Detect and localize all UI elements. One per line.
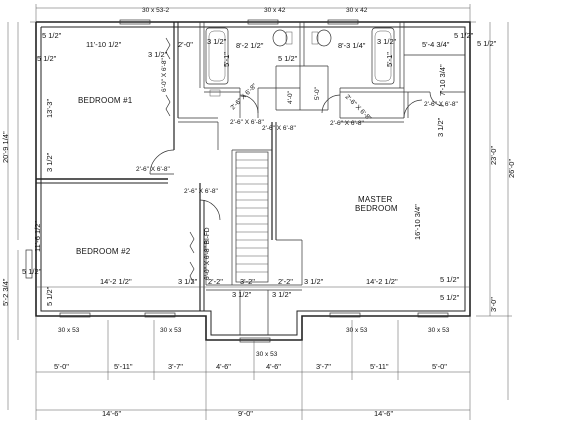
- dim-bath1-width: 3 1/2": [207, 37, 227, 46]
- windows: [25, 19, 449, 343]
- dim-row2-0: 14'-6": [102, 409, 121, 418]
- interior-walls: [36, 22, 470, 335]
- toilet-1-icon: [272, 29, 288, 47]
- door-label-master-closet: 2'-6" X 6'-8": [424, 101, 459, 108]
- room-label-master-1: MASTER: [358, 195, 393, 204]
- master-door-swing: [403, 99, 423, 119]
- dim-right-edge-wall: 5 1/2": [477, 39, 497, 48]
- dim-bed2-height: 11'-6 1/2": [33, 221, 42, 252]
- dim-overall-left-total: 20'-9 1/4": [1, 131, 10, 163]
- window-label-bottom-left-1: 30 x 53: [58, 327, 80, 334]
- door-label-master: 2'-6" X 6'-8": [330, 120, 365, 127]
- bath2-door-swing: [321, 94, 341, 114]
- window-label-top-left: 30 x 53-2: [142, 7, 169, 14]
- dim-row1-1: 5'-11": [114, 362, 133, 371]
- dim-overall-right: 23'-0": [489, 146, 498, 165]
- window-label-bottom-right-2: 30 x 53: [428, 327, 450, 334]
- sink-1-icon: [209, 89, 221, 97]
- dim-bed1-height: 13'-3": [45, 99, 54, 118]
- dim-overall-right-total: 26'-0": [507, 159, 516, 178]
- dim-master-width: 14'-2 1/2": [366, 277, 398, 286]
- dim-hall-d: 2'-2": [278, 277, 293, 286]
- bed2-door-swing: [199, 199, 221, 221]
- window-label-bottom-right-1: 30 x 53: [346, 327, 368, 334]
- window-label-top-right: 30 x 42: [346, 7, 368, 14]
- staircase: [235, 151, 269, 283]
- dim-master-height: 16'-10 3/4": [413, 204, 422, 240]
- exterior-walls: [30, 21, 476, 341]
- window-label-bottom-center: 30 x 53: [256, 351, 278, 358]
- room-label-master-2: BEDROOM: [355, 204, 398, 213]
- dim-bath2-len: 8'-3 1/4": [338, 41, 366, 50]
- closet-label-1: 4'-0": [287, 90, 294, 104]
- dim-row1-6: 5'-11": [370, 362, 389, 371]
- bath-fixtures: [205, 27, 395, 97]
- dim-master-right-wall: 3 1/2": [436, 117, 445, 137]
- dim-bath1-door: 2'-0": [178, 40, 193, 49]
- dim-stair-a: 3 1/2": [232, 290, 252, 299]
- bed1-door-swing: [149, 149, 175, 175]
- dim-top-right-wall: 5 1/2": [454, 31, 474, 40]
- dim-row2-1: 9'-0": [238, 409, 253, 418]
- closet-label-2: 5'-0": [314, 86, 321, 100]
- bath1-door-swing: [239, 94, 259, 114]
- dim-row1-2: 3'-7": [168, 362, 183, 371]
- door-label-bath2: 2'-6" X 6'-8": [344, 93, 373, 122]
- door-label-bed1: 2'-6" X 6'-8": [136, 166, 171, 173]
- toilet-2-icon: [316, 29, 332, 47]
- dim-right-lower: 3'-0": [489, 297, 498, 312]
- dim-row1-4: 4'-6": [266, 362, 281, 371]
- door-label-bed2: 2'-6" X 6'-8": [184, 188, 219, 195]
- dim-hall-b: 2'-2": [208, 277, 223, 286]
- closet-door-swing: [429, 91, 445, 107]
- door-label-bed1-closet: 6'-0" X 6'-8": [161, 57, 168, 92]
- dim-row2-2: 14'-6": [374, 409, 393, 418]
- dim-bed1-width: 11'-10 1/2": [86, 40, 122, 49]
- window-label-top-mid: 30 x 42: [264, 7, 286, 14]
- dim-left-wall-a: 5 1/2": [37, 54, 57, 63]
- room-label-bedroom1: BEDROOM #1: [78, 96, 133, 105]
- dim-bed1-div: 3 1/2": [45, 152, 54, 172]
- dim-left-lower: 5'-2 3/4": [1, 278, 10, 306]
- dim-left-wall-b: 3 1/2": [148, 50, 168, 59]
- door-label-bath1: 2'-6" X 6'-8": [229, 82, 258, 111]
- dim-hall-a: 3 1/2": [178, 277, 198, 286]
- dim-bath1-wall: 5'-1": [222, 52, 231, 67]
- bathtub-1-icon: [205, 27, 229, 85]
- dim-master-closet: 5'-4 3/4": [422, 40, 450, 49]
- dim-bath2-width: 3 1/2": [377, 37, 397, 46]
- dim-bed2-left-wall: 5 1/2": [22, 267, 42, 276]
- dim-row1-7: 5'-0": [432, 362, 447, 371]
- bathtub-2-icon: [371, 27, 395, 85]
- dim-row1-3: 4'-6": [216, 362, 231, 371]
- door-label-hall-2: 2'-6" X 6'-8": [262, 125, 297, 132]
- window-label-bottom-left-2: 30 x 53: [160, 327, 182, 334]
- room-label-bedroom2: BEDROOM #2: [76, 247, 131, 256]
- door-label-hall-1: 2'-6" X 6'-8": [230, 119, 265, 126]
- dim-bottom-right-wall: 5 1/2": [440, 275, 460, 284]
- dim-bath2-wall: 5'-1": [385, 52, 394, 67]
- dim-bottom-right-wall-2: 5 1/2": [440, 293, 460, 302]
- dim-bed2-width: 14'-2 1/2": [100, 277, 132, 286]
- dim-hall-e: 3 1/2": [304, 277, 324, 286]
- door-swings: [149, 37, 445, 284]
- dim-master-closet-height: 7'-10 3/4": [438, 64, 447, 96]
- dim-bottom-left-wall: 5 1/2": [45, 286, 54, 306]
- dim-top-left-wall: 5 1/2": [42, 31, 62, 40]
- dim-hall-c: 3'-2": [240, 277, 255, 286]
- dim-row1-5: 3'-7": [316, 362, 331, 371]
- door-label-bed2-closet: 6'-0" X 6'-8" BI-FD: [204, 227, 211, 280]
- dim-stair-b: 3 1/2": [272, 290, 292, 299]
- dimension-lines: [7, 4, 512, 420]
- dim-row1-0: 5'-0": [54, 362, 69, 371]
- dim-bath1-len: 8'-2 1/2": [236, 41, 264, 50]
- dim-bath-mid: 5 1/2": [278, 54, 298, 63]
